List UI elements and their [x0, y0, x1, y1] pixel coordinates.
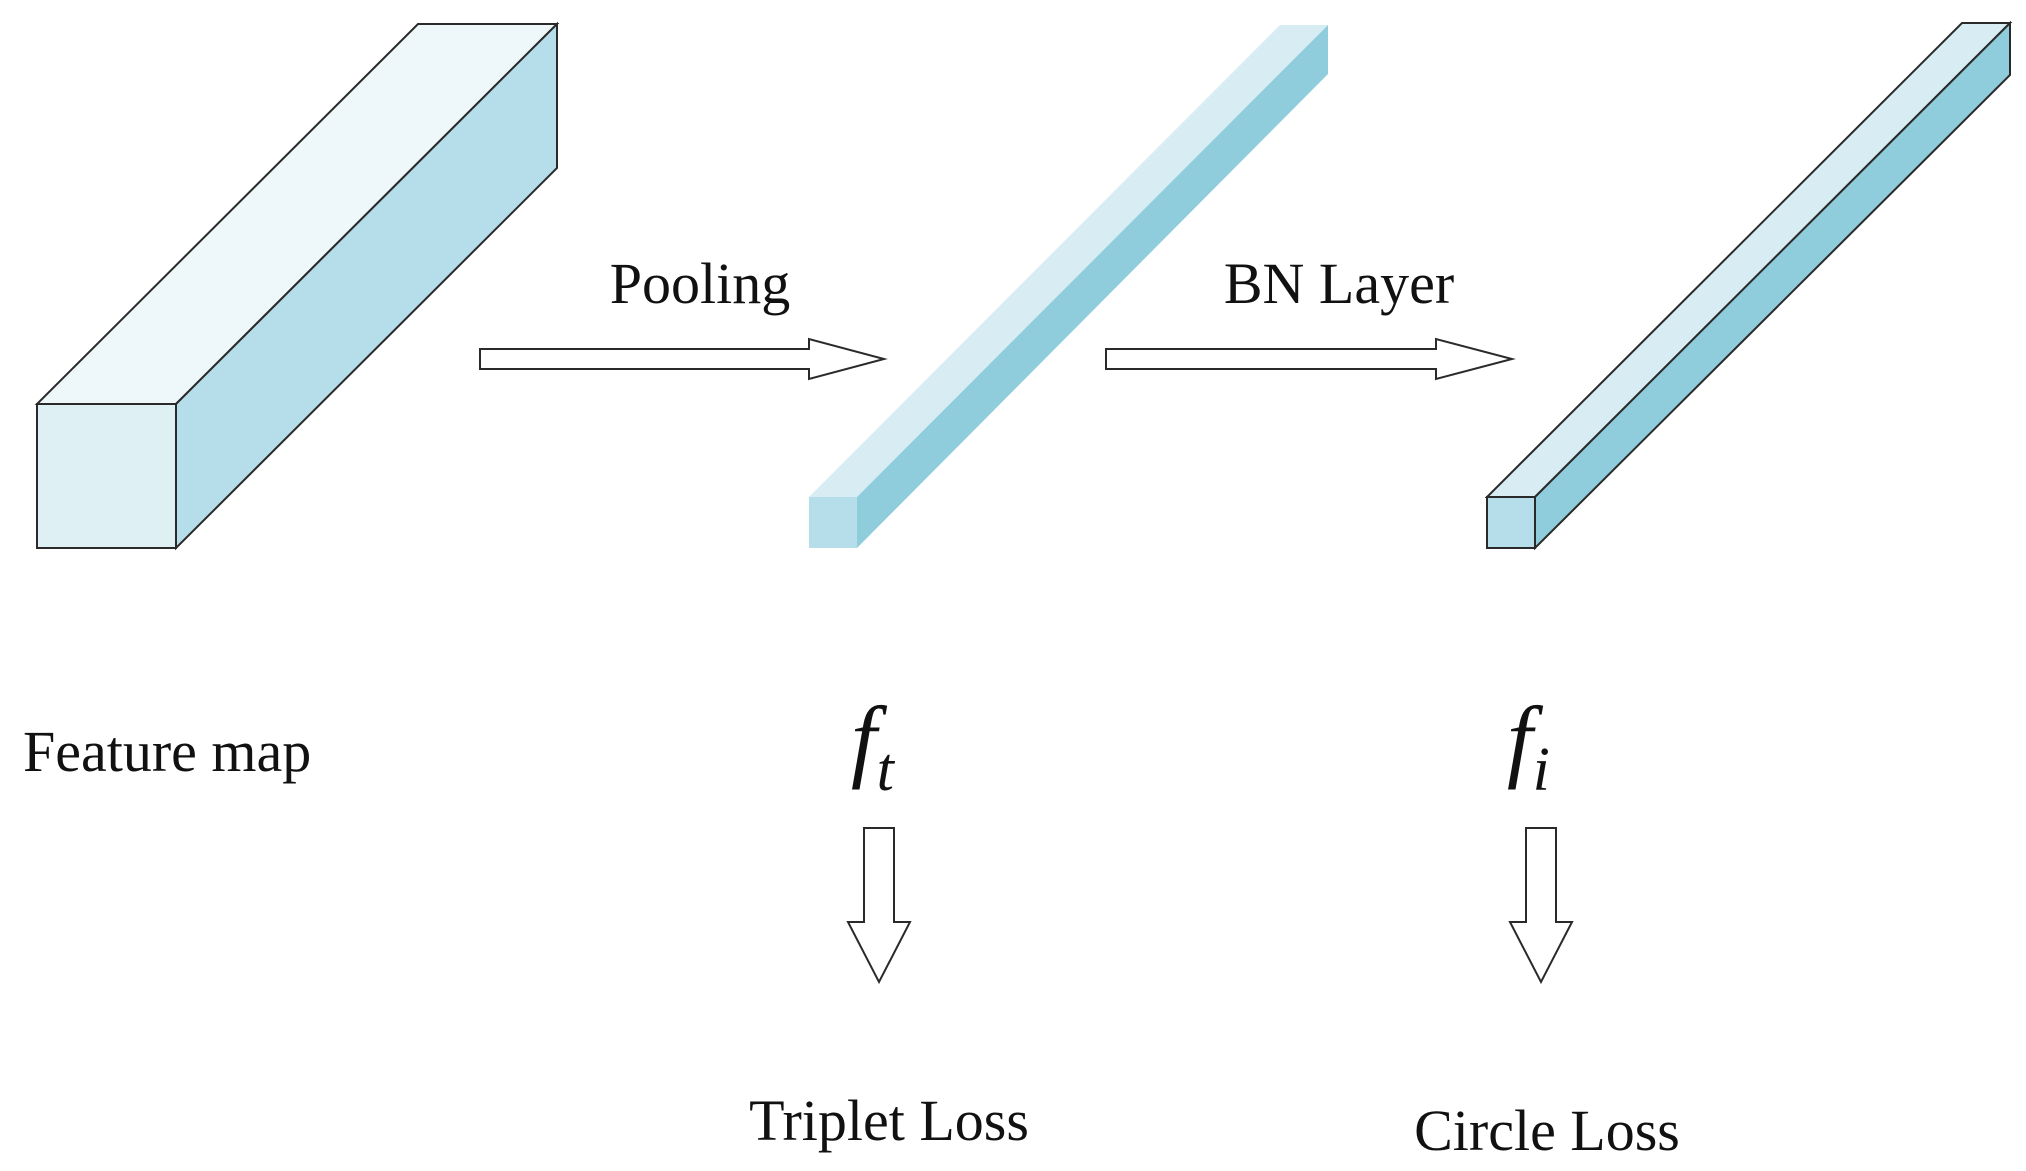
feature-map-front-face	[36, 403, 177, 549]
pooled-vector-side-face	[857, 25, 1328, 548]
pooled-vector-top-face	[809, 25, 1328, 497]
normalized-feature-subscript: i	[1533, 736, 1550, 804]
normalized-vector-front-face	[1486, 496, 1536, 549]
circle-loss-arrow	[1508, 827, 1574, 985]
pooled-feature-subscript: t	[877, 736, 896, 804]
bn-layer-label: BN Layer	[1224, 251, 1454, 316]
triplet-loss-arrow	[846, 827, 912, 985]
pooled-vector-front-face	[809, 497, 857, 548]
pooled-vector-block	[809, 25, 1328, 548]
circle-loss-label: Circle Loss	[1414, 1098, 1680, 1163]
pooling-label: Pooling	[610, 251, 791, 316]
normalized-vector-side-face	[1534, 20, 2011, 551]
normalized-vector-top-face	[1484, 22, 2013, 498]
pooling-arrow	[479, 337, 888, 381]
pooled-feature-symbol: ft	[851, 688, 896, 804]
normalized-vector-block	[1484, 20, 2013, 551]
feature-map-block	[34, 21, 560, 551]
normalized-feature-symbol: fi	[1507, 688, 1550, 804]
triplet-loss-label: Triplet Loss	[749, 1088, 1029, 1153]
bn-layer-arrow	[1105, 337, 1516, 381]
feature-map-label: Feature map	[23, 719, 311, 784]
